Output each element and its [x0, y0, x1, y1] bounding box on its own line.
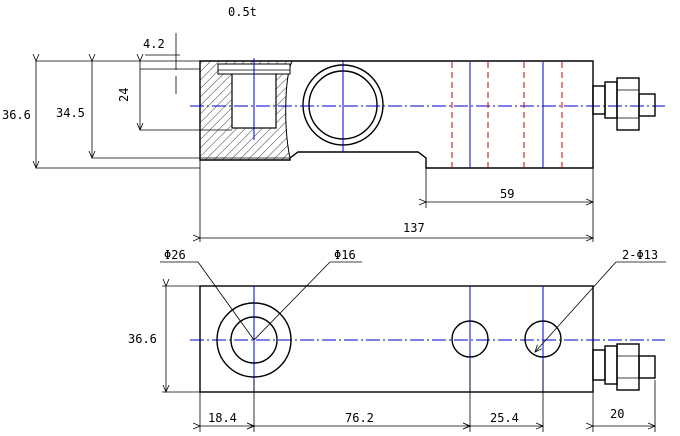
top-body-outline — [199, 285, 594, 393]
label-dim-36-6-side: 36.6 — [2, 108, 31, 122]
label-phi26: Φ26 — [164, 248, 186, 262]
label-dim-24: 24 — [117, 88, 131, 102]
side-view: 0.5t 4.2 24 34.5 36.6 59 137 — [2, 5, 665, 242]
label-dim-76-2: 76.2 — [345, 411, 374, 425]
label-thickness: 0.5t — [228, 5, 257, 19]
top-cable-connector — [592, 343, 656, 391]
label-dim-59: 59 — [500, 187, 514, 201]
label-dim-4-2: 4.2 — [143, 37, 165, 51]
top-view: Φ26 Φ16 2-Φ13 36.6 18.4 76.2 25.4 20 — [128, 248, 666, 432]
label-phi16: Φ16 — [334, 248, 356, 262]
side-cable-connector — [592, 77, 656, 131]
label-dim-25-4: 25.4 — [490, 411, 519, 425]
label-dim-137: 137 — [403, 221, 425, 235]
label-dim-20: 20 — [610, 407, 624, 421]
label-dim-36-6-top: 36.6 — [128, 332, 157, 346]
label-phi13: 2-Φ13 — [622, 248, 658, 262]
label-dim-18-4: 18.4 — [208, 411, 237, 425]
label-dim-34-5: 34.5 — [56, 106, 85, 120]
